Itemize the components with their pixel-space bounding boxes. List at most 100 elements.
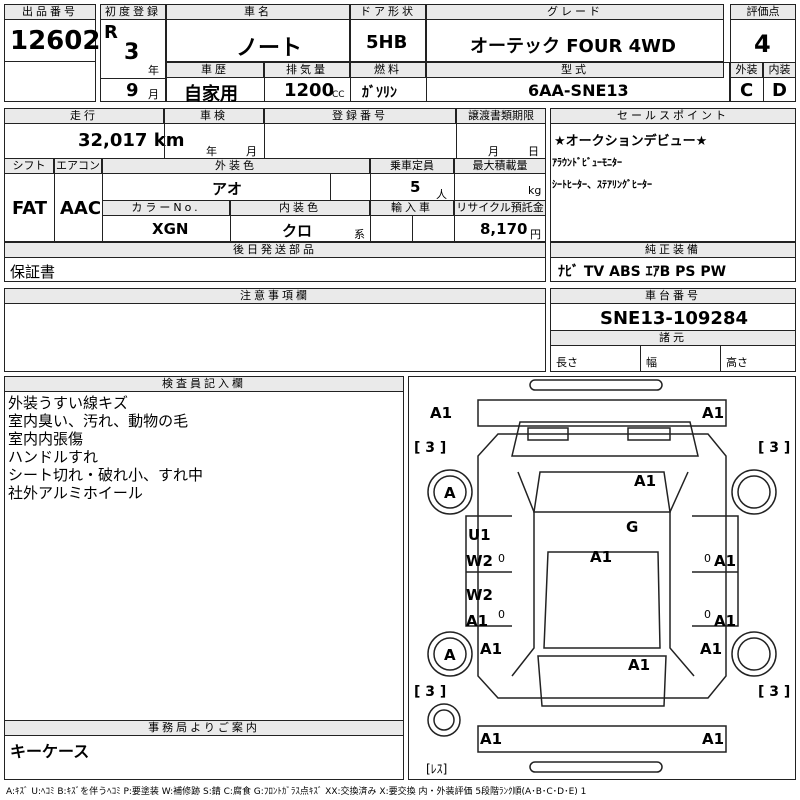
parts: 保証書 bbox=[10, 263, 56, 281]
inspector-notes: 外装うすい線キズ 室内臭い、汚れ、動物の毛 室内内張傷 ハンドルすれ シート切れ… bbox=[8, 394, 203, 502]
car-name: ノート bbox=[236, 36, 303, 61]
mark-9: U1 bbox=[468, 526, 491, 544]
lot-number: 12602 bbox=[10, 26, 101, 56]
model: 6AA-SNE13 bbox=[528, 81, 629, 100]
tire-fr: [ 3 ] bbox=[758, 440, 791, 456]
era: R bbox=[104, 22, 118, 43]
capacity: 5 bbox=[410, 178, 421, 196]
sales-line-3: ｼｰﾄﾋｰﾀｰ、ｽﾃｱﾘﾝｸﾞﾋｰﾀｰ bbox=[552, 180, 652, 191]
load-unit: kg bbox=[528, 184, 542, 197]
mileage: 32,017 km bbox=[78, 130, 185, 151]
reg-month: 9 bbox=[126, 80, 139, 101]
width-label: 幅 bbox=[646, 356, 657, 369]
diagram-box bbox=[408, 376, 796, 780]
zero-1: 0 bbox=[498, 552, 505, 565]
note-6: 社外アルミホイール bbox=[8, 484, 143, 502]
door-type: 5HB bbox=[366, 32, 408, 53]
ac-label: エアコン bbox=[54, 158, 102, 174]
mileage-label: 走行 bbox=[4, 108, 164, 124]
cap-label: 乗車定員 bbox=[370, 158, 454, 174]
score-label: 評価点 bbox=[730, 4, 796, 20]
intcol-label: 内装色 bbox=[230, 200, 370, 216]
ac: AAC bbox=[60, 198, 102, 219]
office: キーケース bbox=[10, 742, 90, 761]
mark-13: A1 bbox=[480, 640, 503, 658]
int-grade: D bbox=[772, 80, 787, 101]
cap-unit: 人 bbox=[436, 188, 447, 201]
load-label: 最大積載量 bbox=[454, 158, 546, 174]
score: 4 bbox=[754, 30, 771, 58]
tire-rr: [ 3 ] bbox=[758, 684, 791, 700]
chassis-label: 車台番号 bbox=[550, 288, 796, 304]
color-label: 外装色 bbox=[102, 158, 370, 174]
mark-7: A1 bbox=[714, 612, 737, 630]
length-label: 長さ bbox=[556, 356, 578, 369]
inspector-label: 検査員記入欄 bbox=[4, 376, 404, 392]
mark-6: A1 bbox=[714, 552, 737, 570]
equipment: ﾅﾋﾞ TV ABS ｴｱB PS PW bbox=[558, 264, 727, 280]
note-2: 室内臭い、汚れ、動物の毛 bbox=[8, 412, 189, 430]
car-diagram bbox=[427, 379, 777, 773]
spare-tire: [ﾚｽ] bbox=[426, 762, 448, 776]
shift-label: シフト bbox=[4, 158, 54, 174]
mark-18: A1 bbox=[702, 730, 725, 748]
mark-1: A1 bbox=[430, 404, 453, 422]
sales-line-1: ★オークションデビュー★ bbox=[554, 134, 708, 149]
reg-label: 初度登録 bbox=[100, 4, 166, 20]
hist-label: 車歴 bbox=[166, 62, 264, 78]
note-4: ハンドルすれ bbox=[8, 448, 99, 466]
color: アオ bbox=[212, 180, 243, 198]
mark-10: W2 bbox=[466, 552, 493, 570]
import-label: 輸入車 bbox=[370, 200, 454, 216]
sales-label: セールスポイント bbox=[550, 108, 796, 124]
tire-fl: [ 3 ] bbox=[414, 440, 447, 456]
zero-3: 0 bbox=[704, 552, 711, 565]
inspect-label: 車検 bbox=[164, 108, 264, 124]
parts-label: 後日発送部品 bbox=[4, 242, 546, 258]
note-5: シート切れ・破れ小、すれ中 bbox=[8, 466, 204, 484]
intcol-unit: 系 bbox=[354, 228, 365, 241]
recycle: 8,170 bbox=[480, 220, 528, 238]
colorno-label: カラーNo. bbox=[102, 200, 230, 216]
inspect-year: 年 bbox=[206, 145, 217, 158]
fuel-label: 燃料 bbox=[350, 62, 426, 78]
legend: A:ｷｽﾞ U:ﾍｺﾐ B:ｷｽﾞを伴うﾍｺﾐ P:要塗装 W:補修跡 S:錆 … bbox=[6, 787, 587, 797]
grade-label: グレード bbox=[426, 4, 724, 20]
transfer-label: 譲渡書類期限 bbox=[456, 108, 546, 124]
mark-12: A1 bbox=[466, 612, 489, 630]
year-unit: 年 bbox=[148, 64, 159, 77]
transfer-day: 日 bbox=[528, 145, 539, 158]
inspect-month: 月 bbox=[246, 145, 257, 158]
lot-label: 出品番号 bbox=[4, 4, 96, 20]
transfer-month: 月 bbox=[488, 145, 499, 158]
ext-grade: C bbox=[740, 80, 754, 101]
tire-rl: [ 3 ] bbox=[414, 684, 447, 700]
recycle-unit: 円 bbox=[530, 228, 541, 241]
mark-8: A1 bbox=[628, 656, 651, 674]
disp-label: 排気量 bbox=[264, 62, 350, 78]
colorno: XGN bbox=[152, 220, 189, 238]
zero-2: 0 bbox=[498, 608, 505, 621]
regno-label: 登録番号 bbox=[264, 108, 456, 124]
mark-4: G bbox=[626, 518, 639, 536]
car-label: 車名 bbox=[166, 4, 350, 20]
mark-15: A bbox=[444, 484, 456, 502]
office-label: 事務局よりご案内 bbox=[4, 720, 404, 736]
mark-3: A1 bbox=[634, 472, 657, 490]
mark-2: A1 bbox=[702, 404, 725, 422]
note-1: 外装うすい線キズ bbox=[8, 394, 129, 412]
recycle-label: リサイクル預託金 bbox=[454, 200, 546, 216]
caution-label: 注意事項欄 bbox=[4, 288, 546, 304]
height-label: 高さ bbox=[726, 356, 748, 369]
mark-17: A1 bbox=[480, 730, 503, 748]
model-label: 型式 bbox=[426, 62, 724, 78]
history: 自家用 bbox=[184, 84, 238, 105]
mark-16: A bbox=[444, 646, 456, 664]
zero-4: 0 bbox=[704, 608, 711, 621]
sales-box bbox=[550, 108, 796, 242]
fuel: ｶﾞｿﾘﾝ bbox=[362, 85, 397, 101]
mark-11: W2 bbox=[466, 586, 493, 604]
intcol: クロ bbox=[282, 222, 313, 240]
mark-5: A1 bbox=[590, 548, 613, 566]
grade: オーテック FOUR 4WD bbox=[470, 36, 676, 57]
